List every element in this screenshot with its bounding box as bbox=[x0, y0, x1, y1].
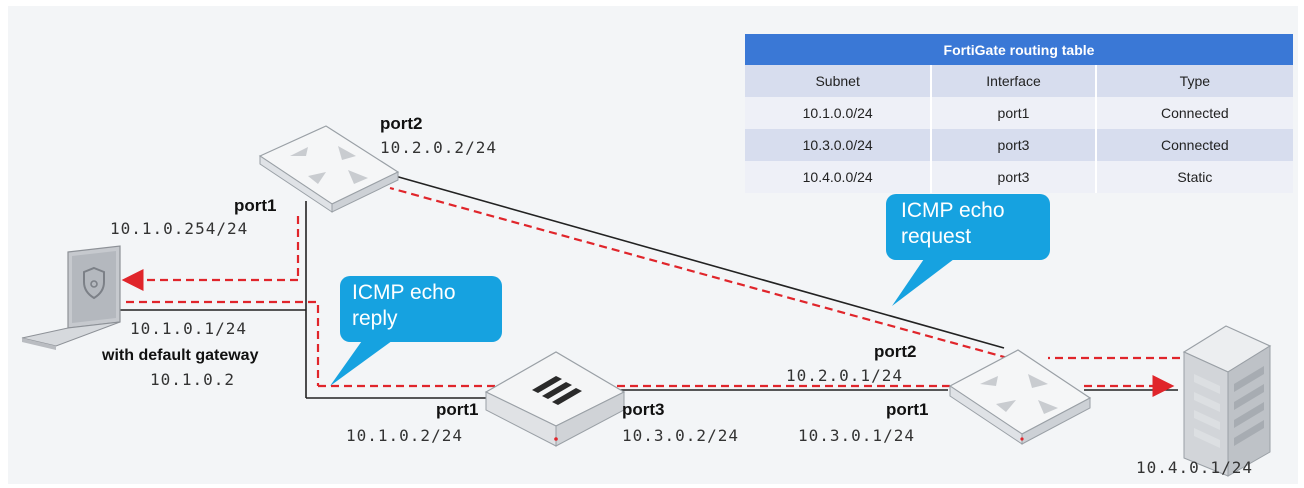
laptop-icon bbox=[21, 245, 121, 350]
top-router-port2-label: port2 bbox=[380, 114, 423, 133]
fortigate-port3-label: port3 bbox=[622, 400, 665, 419]
request-path-diagonal bbox=[389, 186, 1009, 360]
bubble-reply-shape bbox=[330, 276, 502, 386]
bubble-reply-text: ICMP echo reply bbox=[352, 280, 456, 332]
cell-subnet: 10.3.0.0/24 bbox=[745, 129, 933, 161]
diagram-links bbox=[21, 125, 1272, 477]
fortigate-port3-ip: 10.3.0.2/24 bbox=[622, 426, 739, 445]
fortigate-port1-ip: 10.1.0.2/24 bbox=[346, 426, 463, 445]
header-interface: Interface bbox=[931, 65, 1097, 97]
table-row: 10.4.0.0/24 port3 Static bbox=[745, 161, 1293, 193]
physical-links bbox=[120, 173, 1178, 399]
fortigate-port1-label: port1 bbox=[436, 400, 479, 419]
bubble-request-line1: ICMP echo bbox=[901, 199, 1005, 222]
server-ip: 10.4.0.1/24 bbox=[1136, 458, 1253, 477]
cell-interface: port1 bbox=[931, 97, 1097, 129]
bubble-request-text: ICMP echo request bbox=[901, 198, 1005, 250]
routing-table-header: Subnet Interface Type bbox=[745, 65, 1293, 97]
cell-type: Static bbox=[1095, 161, 1293, 193]
bubble-reply-line1: ICMP echo bbox=[352, 281, 456, 304]
cell-subnet: 10.4.0.0/24 bbox=[745, 161, 933, 193]
table-row: 10.3.0.0/24 port3 Connected bbox=[745, 129, 1293, 161]
top-router-port1-label: port1 bbox=[234, 196, 277, 215]
cell-interface: port3 bbox=[931, 161, 1097, 193]
server-icon bbox=[1182, 325, 1272, 477]
table-row: 10.1.0.0/24 port1 Connected bbox=[745, 97, 1293, 129]
header-type: Type bbox=[1095, 65, 1293, 97]
bubble-request-shape bbox=[886, 194, 1050, 306]
routing-table-title: FortiGate routing table bbox=[745, 34, 1293, 65]
laptop-to-fortigate-path bbox=[126, 300, 320, 386]
laptop-gateway-label: with default gateway bbox=[102, 347, 259, 364]
bubble-reply-line2: reply bbox=[352, 307, 398, 330]
right-router-port1-label: port1 bbox=[886, 400, 929, 419]
bubble-request-line2: request bbox=[901, 225, 972, 248]
router-top-icon bbox=[258, 125, 400, 213]
traffic-paths bbox=[121, 186, 1180, 397]
laptop-gateway-ip: 10.1.0.2 bbox=[150, 370, 236, 389]
cell-subnet: 10.1.0.0/24 bbox=[745, 97, 933, 129]
laptop-ip: 10.1.0.1/24 bbox=[130, 319, 247, 338]
router-right-icon bbox=[948, 349, 1092, 445]
right-router-port1-ip: 10.3.0.1/24 bbox=[798, 426, 915, 445]
top-router-port1-ip: 10.1.0.254/24 bbox=[110, 219, 249, 238]
cell-interface: port3 bbox=[931, 129, 1097, 161]
fortigate-icon bbox=[484, 351, 626, 447]
right-router-port2-label: port2 bbox=[874, 342, 917, 361]
cell-type: Connected bbox=[1095, 129, 1293, 161]
right-router-port2-ip: 10.2.0.1/24 bbox=[786, 366, 903, 385]
link-top-router-to-right-router bbox=[387, 173, 1005, 349]
routing-table: FortiGate routing table Subnet Interface… bbox=[745, 34, 1293, 193]
header-subnet: Subnet bbox=[745, 65, 933, 97]
cell-type: Connected bbox=[1095, 97, 1293, 129]
network-diagram: FortiGate routing table Subnet Interface… bbox=[8, 6, 1298, 484]
top-router-port2-ip: 10.2.0.2/24 bbox=[380, 138, 497, 157]
